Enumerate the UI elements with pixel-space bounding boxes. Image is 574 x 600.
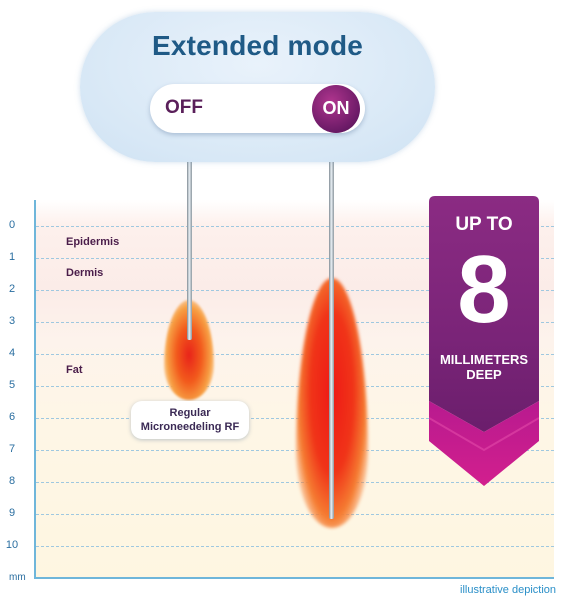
banner-line1: UP TO [455, 214, 513, 235]
regular-rf-label-box [131, 401, 249, 439]
baseline-axis [34, 577, 554, 579]
gridline-9 [36, 514, 554, 515]
regular-rf-label-line1: Regular [169, 407, 211, 419]
banner-body [429, 196, 539, 432]
tick-label: 9 [8, 507, 16, 519]
banner-line2: MILLIMETERS [439, 352, 529, 367]
gridline-7 [36, 450, 554, 451]
toggle-off-label: OFF [165, 97, 203, 118]
banner-number: 8 [457, 236, 511, 343]
tick-label: 0 [8, 219, 16, 231]
gridline-3 [36, 322, 554, 323]
regular-needle [187, 134, 192, 340]
depth-banner [429, 196, 539, 486]
layer-label-dermis: Dermis [66, 267, 104, 279]
gridline-0 [36, 226, 554, 227]
toggle-on-label: ON [322, 98, 350, 118]
banner-chevron [429, 401, 539, 486]
banner-line3: DEEP [466, 367, 502, 382]
tick-label: 8 [8, 475, 16, 487]
gridline-1 [36, 258, 554, 259]
layer-label-epidermis: Epidermis [66, 236, 120, 248]
tick-label: 2 [8, 283, 16, 295]
gridline-2 [36, 290, 554, 291]
gridline-8 [36, 482, 554, 483]
gridline-10 [36, 546, 554, 547]
layer-label-fat: Fat [66, 364, 83, 376]
axis-unit: mm [9, 572, 26, 583]
tick-label: 10 [5, 539, 19, 551]
regular-rf-label-line2: Microneedeling RF [140, 421, 240, 433]
tick-label: 1 [8, 251, 16, 263]
toggle-knob[interactable] [312, 85, 360, 133]
gridline-5 [36, 386, 554, 387]
banner-chevron-line [429, 417, 539, 452]
tick-label: 7 [8, 443, 16, 455]
tick-label: 4 [8, 347, 16, 359]
footnote: illustrative depiction [460, 584, 556, 596]
extended-needle [329, 134, 334, 519]
depth-axis [34, 200, 36, 578]
tick-label: 5 [8, 379, 16, 391]
tick-label: 6 [8, 411, 16, 423]
page-title: Extended mode [151, 30, 364, 61]
tick-label: 3 [8, 315, 16, 327]
gridline-6 [36, 418, 554, 419]
gridline-4 [36, 354, 554, 355]
